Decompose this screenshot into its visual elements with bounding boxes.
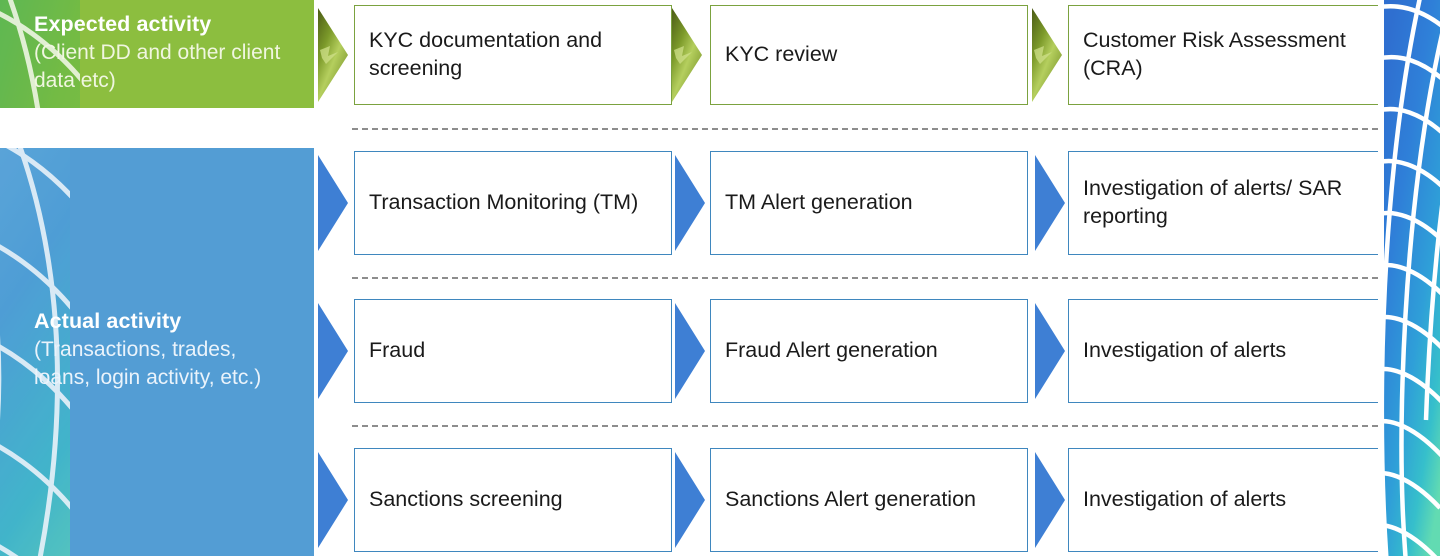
globe-pattern-right [1378, 0, 1440, 556]
step-label: TM Alert generation [725, 190, 913, 215]
row-divider-3 [352, 425, 1388, 427]
arrow-green-row1-col1 [318, 8, 348, 102]
step-box-tm-3[interactable]: Investigation of alerts/ SAR reporting [1068, 151, 1386, 255]
panel-actual-text: Actual activity (Transactions, trades, l… [34, 308, 298, 392]
arrow-blue-row3-col2 [675, 303, 705, 399]
step-label: Fraud [369, 338, 426, 363]
arrow-blue-row2-col3 [1035, 155, 1065, 251]
step-label: Investigation of alerts [1083, 338, 1287, 363]
category-panel-actual: Actual activity (Transactions, trades, l… [0, 148, 314, 556]
arrow-blue-row4-col1 [318, 452, 348, 548]
arrow-blue-row4-col2 [675, 452, 705, 548]
panel-expected-text: Expected activity (Client DD and other c… [34, 11, 298, 95]
arrow-blue-row3-col1 [318, 303, 348, 399]
step-box-fraud-1[interactable]: Fraud [354, 299, 672, 403]
category-panel-expected: Expected activity (Client DD and other c… [0, 0, 314, 108]
row-divider-2 [352, 277, 1388, 279]
step-label: Sanctions screening [369, 487, 563, 512]
arrow-blue-row2-col2 [675, 155, 705, 251]
step-label: Sanctions Alert generation [725, 487, 976, 512]
step-label: Investigation of alerts [1083, 487, 1287, 512]
step-label: KYC review [725, 42, 838, 67]
decorative-globe-strip [1378, 0, 1440, 556]
panel-actual-subtitle: (Transactions, trades, loans, login acti… [34, 337, 262, 389]
row-divider-1 [352, 128, 1388, 130]
panel-actual-title: Actual activity [34, 309, 182, 333]
arrow-green-row1-col2 [672, 8, 702, 102]
step-label: Fraud Alert generation [725, 338, 938, 363]
arrow-green-row1-col3 [1032, 8, 1062, 102]
step-label: KYC documentation and screening [369, 28, 603, 80]
step-box-sanctions-2[interactable]: Sanctions Alert generation [710, 448, 1028, 552]
step-box-sanctions-1[interactable]: Sanctions screening [354, 448, 672, 552]
arrow-blue-row4-col3 [1035, 452, 1065, 548]
step-box-tm-2[interactable]: TM Alert generation [710, 151, 1028, 255]
step-box-kyc-3[interactable]: Customer Risk Assessment (CRA) [1068, 5, 1386, 105]
step-box-fraud-3[interactable]: Investigation of alerts [1068, 299, 1386, 403]
arrow-blue-row2-col1 [318, 155, 348, 251]
step-box-fraud-2[interactable]: Fraud Alert generation [710, 299, 1028, 403]
step-box-kyc-1[interactable]: KYC documentation and screening [354, 5, 672, 105]
step-label: Customer Risk Assessment (CRA) [1083, 28, 1346, 80]
panel-expected-subtitle: (Client DD and other client data etc) [34, 40, 281, 92]
step-label: Investigation of alerts/ SAR reporting [1083, 176, 1343, 228]
step-box-tm-1[interactable]: Transaction Monitoring (TM) [354, 151, 672, 255]
panel-expected-title: Expected activity [34, 12, 212, 36]
step-label: Transaction Monitoring (TM) [369, 190, 639, 215]
arrow-blue-row3-col3 [1035, 303, 1065, 399]
step-box-sanctions-3[interactable]: Investigation of alerts [1068, 448, 1386, 552]
step-box-kyc-2[interactable]: KYC review [710, 5, 1028, 105]
